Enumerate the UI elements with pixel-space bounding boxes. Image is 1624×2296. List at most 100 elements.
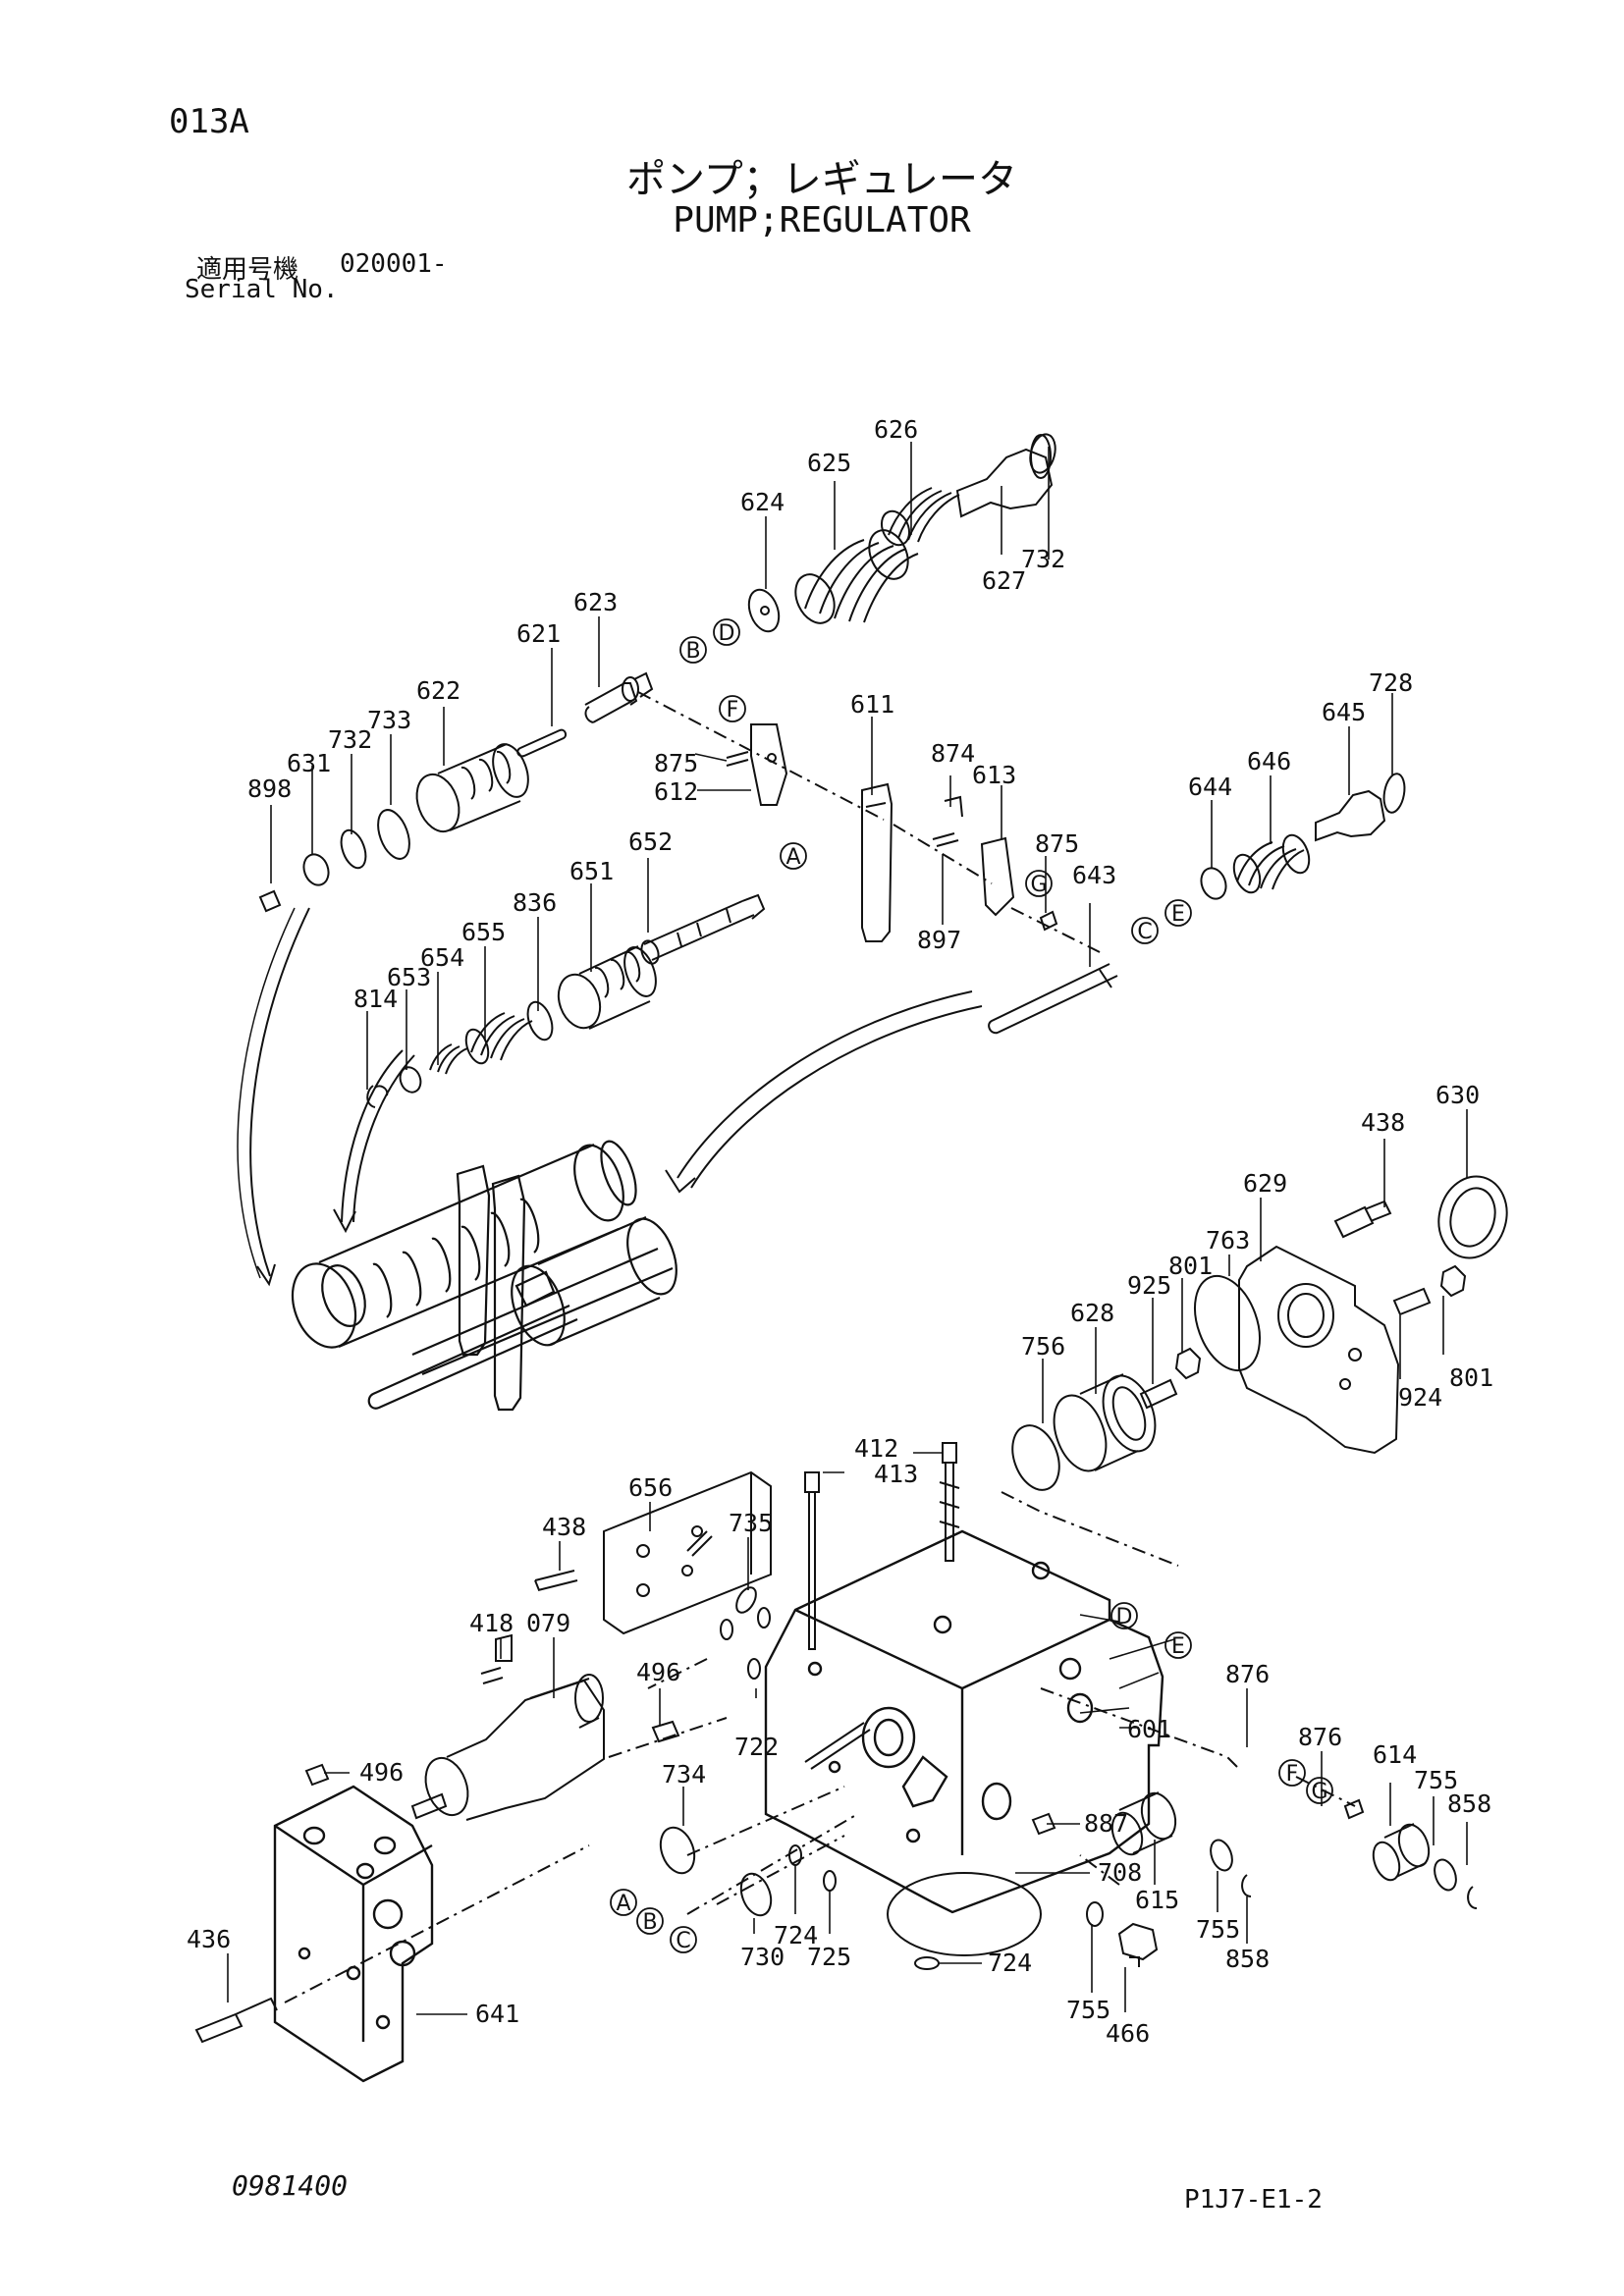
part-label: 438 bbox=[1361, 1108, 1405, 1137]
bolt-413 bbox=[804, 1471, 820, 1650]
rod-643 bbox=[988, 963, 1118, 1035]
part-label: 732 bbox=[1021, 545, 1065, 573]
part-label: 734 bbox=[662, 1760, 706, 1789]
bolt-418 bbox=[480, 1633, 513, 1684]
oring-728 bbox=[1382, 773, 1406, 814]
page-code: 013A bbox=[169, 102, 249, 141]
part-label: 625 bbox=[807, 449, 851, 477]
callout-letter-b: B bbox=[642, 1910, 657, 1935]
part-label: 652 bbox=[628, 828, 673, 856]
callout-letter-d: D bbox=[1116, 1605, 1133, 1629]
part-label: 654 bbox=[420, 943, 464, 972]
sleeve-651 bbox=[557, 945, 657, 1030]
serial-label-english: Serial No. bbox=[185, 275, 339, 304]
part-label: 814 bbox=[353, 985, 398, 1013]
callout-letter-b: B bbox=[685, 639, 700, 664]
callout-letter-e: E bbox=[1171, 902, 1185, 927]
part-label: 755 bbox=[1066, 1996, 1110, 2024]
oring-755-a bbox=[1210, 1839, 1233, 1872]
plug-887 bbox=[1031, 1812, 1056, 1836]
oring-836 bbox=[526, 1000, 554, 1041]
part-label: 653 bbox=[387, 963, 431, 991]
part-label: 614 bbox=[1373, 1740, 1417, 1769]
callout-letter-g: G bbox=[1030, 873, 1047, 897]
part-label: 875 bbox=[1035, 829, 1079, 858]
part-label: 655 bbox=[461, 918, 506, 946]
callout-letters: B D F A G C E D E F G A B C bbox=[616, 621, 1327, 1953]
part-label: 079 bbox=[526, 1609, 570, 1637]
part-label: 898 bbox=[247, 774, 292, 803]
serial-label-japanese: 適用号機 bbox=[196, 255, 299, 285]
spring-654 bbox=[429, 1043, 468, 1075]
part-label: 496 bbox=[636, 1658, 680, 1686]
plug-614 bbox=[1372, 1823, 1431, 1882]
part-label: 876 bbox=[1225, 1660, 1270, 1688]
part-label: 621 bbox=[516, 619, 561, 648]
washer-644 bbox=[1200, 867, 1227, 900]
plug-898 bbox=[258, 889, 282, 913]
ring-631 bbox=[302, 853, 330, 886]
callout-letter-a: A bbox=[785, 845, 800, 870]
part-label: 735 bbox=[729, 1509, 773, 1537]
callout-letter-f: F bbox=[727, 698, 739, 722]
part-label: 925 bbox=[1127, 1271, 1171, 1300]
ring-858-b bbox=[1467, 1886, 1478, 1909]
callout-letter-e: E bbox=[1171, 1634, 1185, 1659]
part-label: 623 bbox=[573, 588, 618, 616]
title-english: PUMP;REGULATOR bbox=[673, 200, 971, 240]
part-label: 732 bbox=[328, 725, 372, 754]
part-label: 897 bbox=[917, 926, 961, 954]
oring-730 bbox=[739, 1872, 773, 1917]
callout-letter-f: F bbox=[1286, 1762, 1299, 1787]
plug-627 bbox=[955, 433, 1056, 518]
part-label: 836 bbox=[513, 888, 557, 917]
screw-925 bbox=[1139, 1378, 1178, 1410]
locknut-630 bbox=[1437, 1175, 1508, 1259]
ring-653 bbox=[399, 1066, 422, 1094]
bolt-438-right bbox=[1333, 1200, 1392, 1239]
part-label: 755 bbox=[1414, 1766, 1458, 1794]
nut-801-right bbox=[1439, 1264, 1467, 1298]
part-label: 725 bbox=[807, 1943, 851, 1971]
part-label: 728 bbox=[1369, 668, 1413, 697]
part-label: 601 bbox=[1127, 1715, 1171, 1743]
cover-629 bbox=[1238, 1245, 1400, 1455]
part-label: 613 bbox=[972, 761, 1016, 789]
plug-466 bbox=[1117, 1922, 1159, 1967]
serial-range: 020001- bbox=[340, 249, 448, 279]
part-label: 466 bbox=[1106, 2019, 1150, 2048]
plug-645 bbox=[1315, 789, 1386, 842]
part-label: 924 bbox=[1398, 1383, 1442, 1412]
part-label: 722 bbox=[734, 1733, 779, 1761]
part-label: 755 bbox=[1196, 1915, 1240, 1944]
part-label: 858 bbox=[1225, 1945, 1270, 1973]
part-number-labels: 626 625 624 732 627 623 621 622 733 732 … bbox=[187, 415, 1493, 2048]
part-label: 626 bbox=[874, 415, 918, 444]
block-641 bbox=[273, 1785, 434, 2083]
bolt-438-left bbox=[534, 1570, 578, 1591]
snapring-814 bbox=[366, 1085, 389, 1108]
part-label: 611 bbox=[850, 690, 894, 719]
oring-756 bbox=[1011, 1424, 1060, 1491]
part-label: 645 bbox=[1322, 698, 1366, 726]
part-label: 724 bbox=[774, 1921, 818, 1949]
oring-734 bbox=[659, 1826, 696, 1875]
piston-628 bbox=[1053, 1373, 1157, 1472]
plate-612 bbox=[750, 723, 788, 806]
oring-755-c bbox=[1086, 1901, 1104, 1927]
part-label: 631 bbox=[287, 749, 331, 777]
part-label: 874 bbox=[931, 739, 975, 768]
part-label: 646 bbox=[1247, 747, 1291, 775]
part-label: 496 bbox=[359, 1758, 404, 1787]
part-label: 656 bbox=[628, 1473, 673, 1502]
leader-lines bbox=[227, 442, 1468, 2015]
part-label: 630 bbox=[1435, 1081, 1480, 1109]
oring-708 bbox=[887, 1872, 1042, 1956]
washer-624 bbox=[747, 588, 781, 633]
plug-496-left bbox=[304, 1763, 330, 1787]
bolt-436 bbox=[194, 1997, 278, 2044]
lever-611 bbox=[861, 782, 893, 942]
oring-733 bbox=[377, 809, 410, 860]
